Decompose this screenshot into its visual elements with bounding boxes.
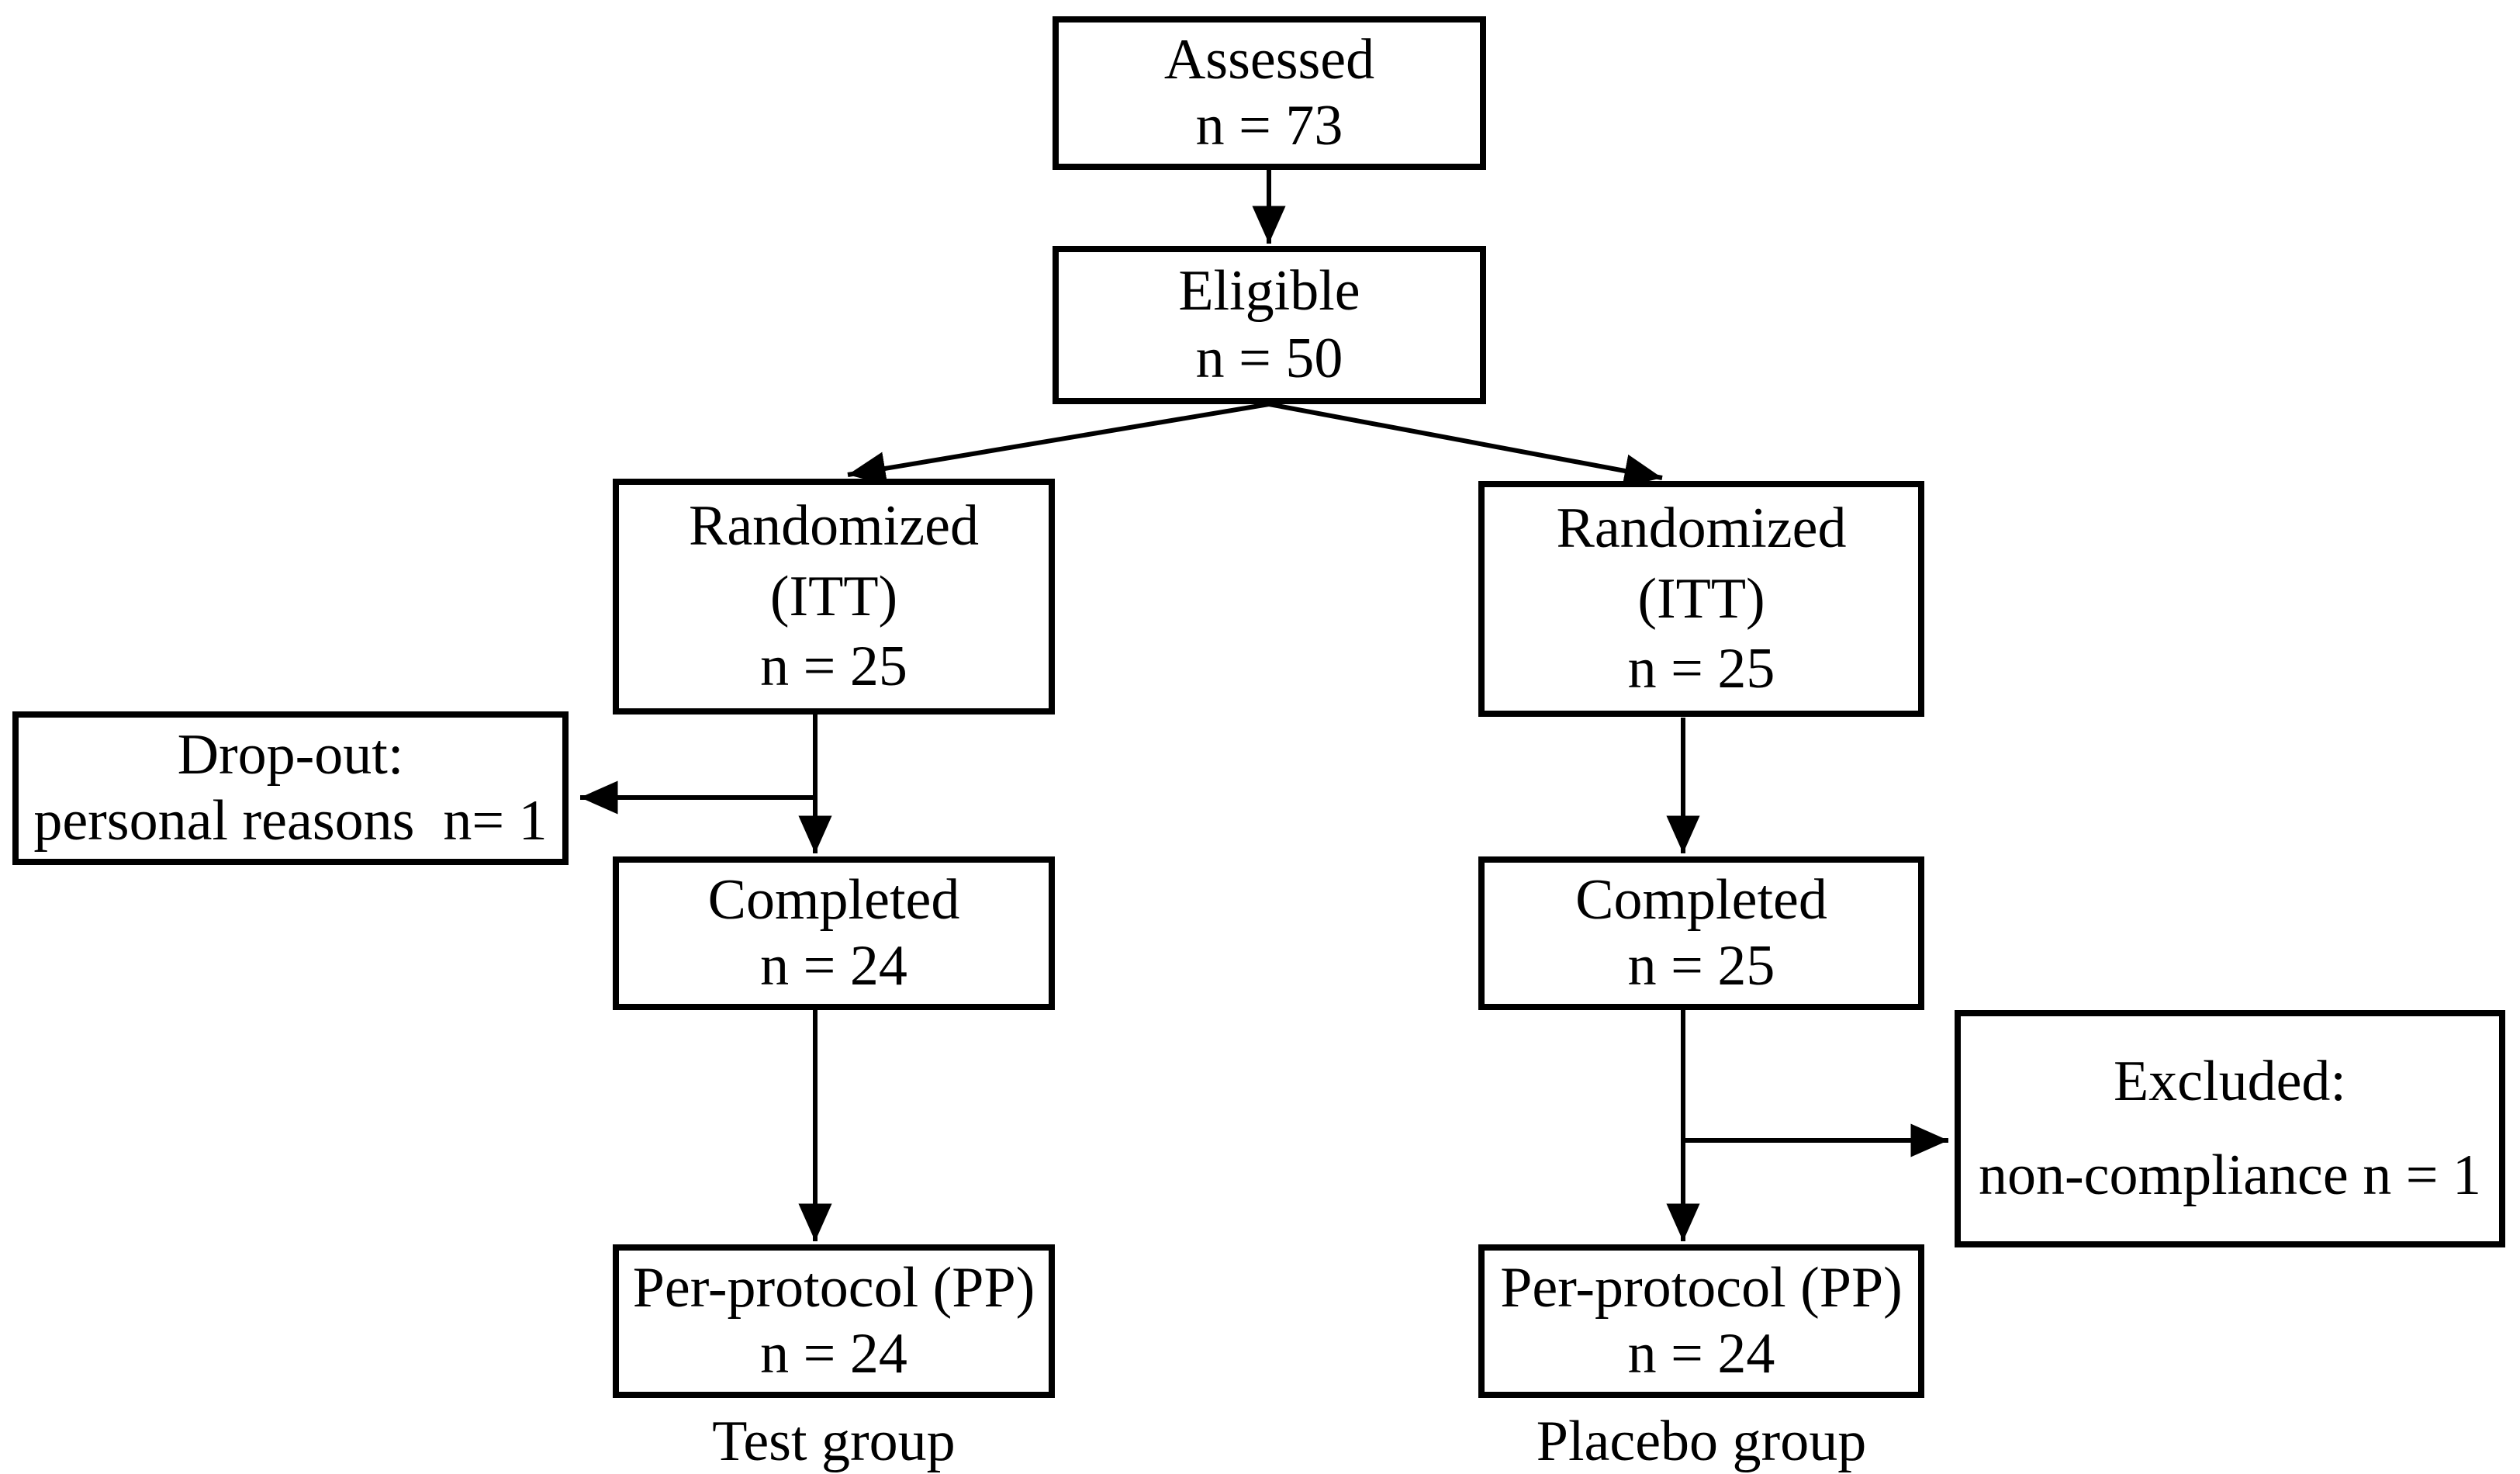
per-protocol-test-box: Per-protocol (PP) n = 24	[613, 1244, 1055, 1398]
per-protocol-test-label: Per-protocol (PP)	[632, 1255, 1035, 1320]
assessed-box: Assessed n = 73	[1053, 16, 1486, 170]
dropout-box: Drop-out: personal reasons n= 1	[12, 711, 569, 865]
per-protocol-placebo-count: n = 24	[1627, 1322, 1775, 1386]
arrow-eligible-to-randomized-placebo	[1268, 402, 1663, 488]
excluded-reason: non-compliance n = 1	[1979, 1144, 2481, 1208]
test-group-label: Test group	[712, 1410, 956, 1473]
randomized-placebo-count: n = 25	[1627, 637, 1775, 701]
randomized-test-itt: (ITT)	[769, 564, 898, 628]
per-protocol-placebo-box: Per-protocol (PP) n = 24	[1478, 1244, 1924, 1398]
randomized-test-count: n = 25	[760, 635, 907, 699]
dropout-reason: personal reasons n= 1	[33, 789, 548, 853]
excluded-label: Excluded:	[2113, 1049, 2346, 1113]
randomized-placebo-box: Randomized (ITT) n = 25	[1478, 481, 1924, 717]
eligible-box: Eligible n = 50	[1053, 246, 1486, 404]
randomized-test-label: Randomized	[688, 493, 979, 558]
assessed-label: Assessed	[1163, 27, 1375, 92]
excluded-box: Excluded: non-compliance n = 1	[1955, 1010, 2505, 1247]
completed-placebo-box: Completed n = 25	[1478, 856, 1924, 1010]
placebo-group-label: Placebo group	[1536, 1410, 1867, 1473]
completed-test-box: Completed n = 24	[613, 856, 1055, 1010]
assessed-count: n = 73	[1195, 94, 1343, 158]
eligible-label: Eligible	[1178, 258, 1360, 323]
randomized-placebo-label: Randomized	[1556, 496, 1847, 560]
per-protocol-test-count: n = 24	[760, 1322, 907, 1386]
completed-test-count: n = 24	[760, 934, 907, 998]
eligible-count: n = 50	[1195, 327, 1343, 391]
randomized-placebo-itt: (ITT)	[1637, 566, 1765, 631]
arrow-eligible-to-randomized-test	[847, 402, 1270, 486]
randomized-test-box: Randomized (ITT) n = 25	[613, 479, 1055, 715]
completed-test-label: Completed	[707, 867, 960, 932]
completed-placebo-label: Completed	[1575, 867, 1827, 932]
dropout-label: Drop-out:	[177, 722, 404, 787]
completed-placebo-count: n = 25	[1627, 934, 1775, 998]
per-protocol-placebo-label: Per-protocol (PP)	[1500, 1255, 1903, 1320]
